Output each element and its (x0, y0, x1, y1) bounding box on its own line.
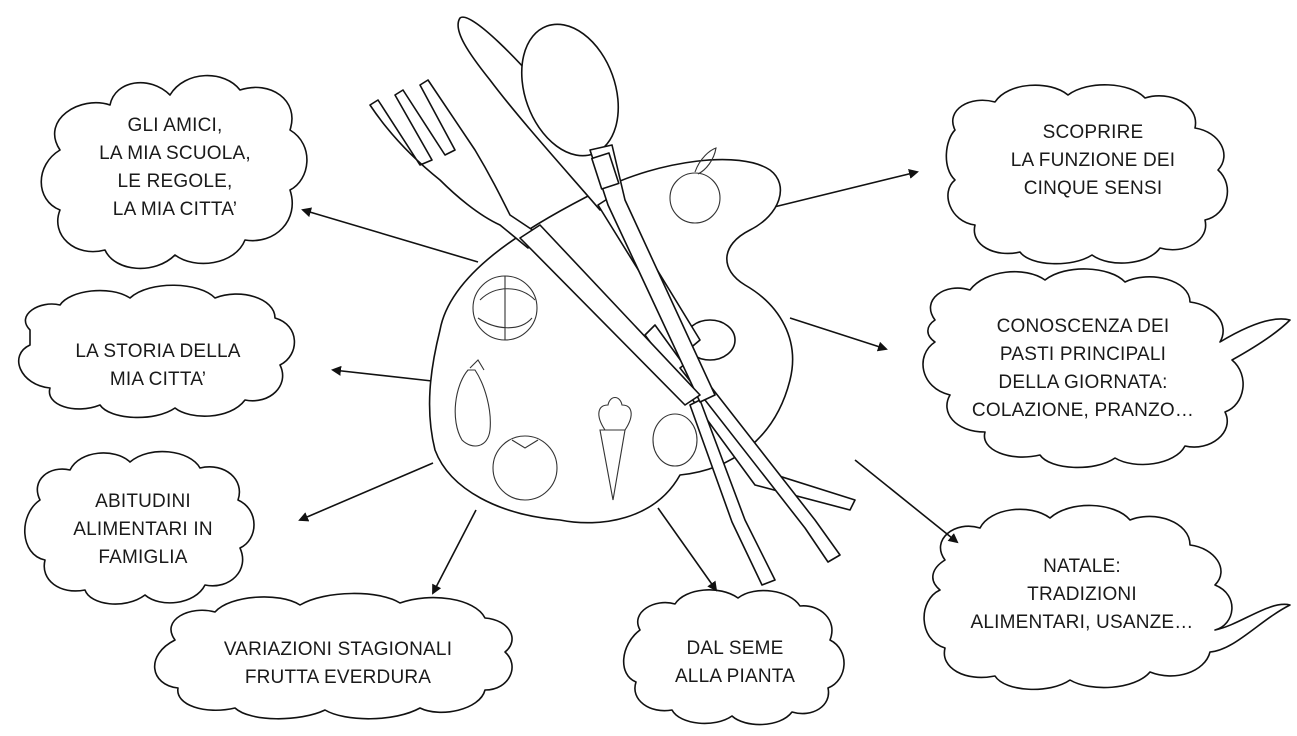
cloud-shape-meals (922, 268, 1291, 469)
arrow-meals (789, 317, 888, 352)
arrow-habits (298, 462, 434, 522)
cabbage-icon (472, 275, 538, 341)
cloud-line: LA FUNZIONE DEI (1010, 150, 1176, 171)
cloud-line: ABITUDINI (95, 491, 191, 512)
cloud-shape-senses (945, 84, 1229, 265)
cloud-habits: ABITUDINI ALIMENTARI IN FAMIGLIA (73, 488, 213, 572)
fork-illustration (369, 79, 701, 406)
arrows (298, 169, 959, 595)
cloud-line: NATALE: (1043, 556, 1121, 577)
cloud-line: LA MIA SCUOLA, (99, 143, 251, 164)
cloud-line: GLI AMICI, (127, 115, 223, 136)
arrow-history (331, 365, 433, 382)
cloud-line: PASTI PRINCIPALI (999, 344, 1167, 365)
carrot-icon (598, 396, 632, 501)
cloud-christmas: NATALE: TRADIZIONI ALIMENTARI, USANZE… (970, 553, 1193, 637)
cloud-shape-history (18, 284, 296, 419)
cloud-line: FRUTTA EVERDURA (244, 667, 432, 688)
arrow-friends (301, 207, 479, 263)
cloud-shape-friends (40, 74, 308, 270)
lemon-icon (652, 413, 698, 467)
cloud-line: LA STORIA DELLA (75, 341, 241, 362)
cloud-line: SCOPRIRE (1042, 122, 1144, 143)
arrow-christmas (854, 459, 959, 544)
cloud-line: COLAZIONE, PRANZO… (971, 400, 1195, 421)
tomato-icon (492, 435, 558, 501)
cloud-line: ALIMENTARI IN (73, 519, 213, 540)
cloud-shape-christmas (923, 504, 1291, 691)
cloud-history: LA STORIA DELLA MIA CITTA’ (75, 338, 240, 394)
vegetable-sketches (454, 147, 721, 501)
cloud-line: LE REGOLE, (117, 171, 233, 192)
cloud-shape-seasons (153, 592, 513, 720)
cloud-line: FAMIGLIA (98, 547, 188, 568)
eggplant-icon (454, 359, 491, 447)
cloud-line: DAL SEME (686, 638, 784, 659)
cloud-line: ALLA PIANTA (674, 666, 796, 687)
cloud-senses: SCOPRIRE LA FUNZIONE DEI CINQUE SENSI (1011, 119, 1176, 203)
arrow-seed (657, 507, 718, 592)
cloud-line: TRADIZIONI (1027, 584, 1137, 605)
orange-icon (669, 147, 721, 224)
arrow-senses (773, 169, 919, 208)
cloud-line: CINQUE SENSI (1023, 178, 1163, 199)
cutlery-handles (644, 324, 856, 586)
cloud-line: VARIAZIONI STAGIONALI (223, 639, 453, 660)
cloud-friends: GLI AMICI, LA MIA SCUOLA, LE REGOLE, LA … (99, 112, 251, 224)
cloud-line: MIA CITTA’ (109, 369, 207, 390)
cloud-line: LA MIA CITTA’ (112, 199, 238, 220)
cloud-seed: DAL SEME ALLA PIANTA (675, 635, 795, 691)
spoon-illustration (520, 23, 716, 403)
cloud-line: CONOSCENZA DEI (996, 316, 1170, 337)
arrow-seasons (432, 509, 477, 595)
cloud-shape-habits (24, 450, 255, 605)
cloud-line: ALIMENTARI, USANZE… (970, 612, 1194, 633)
cloud-line: DELLA GIORNATA: (998, 372, 1168, 393)
cloud-meals: CONOSCENZA DEI PASTI PRINCIPALI DELLA GI… (972, 313, 1194, 425)
cloud-seasons: VARIAZIONI STAGIONALI FRUTTA EVERDURA (224, 636, 452, 692)
cloud-shape-seed (622, 589, 845, 726)
